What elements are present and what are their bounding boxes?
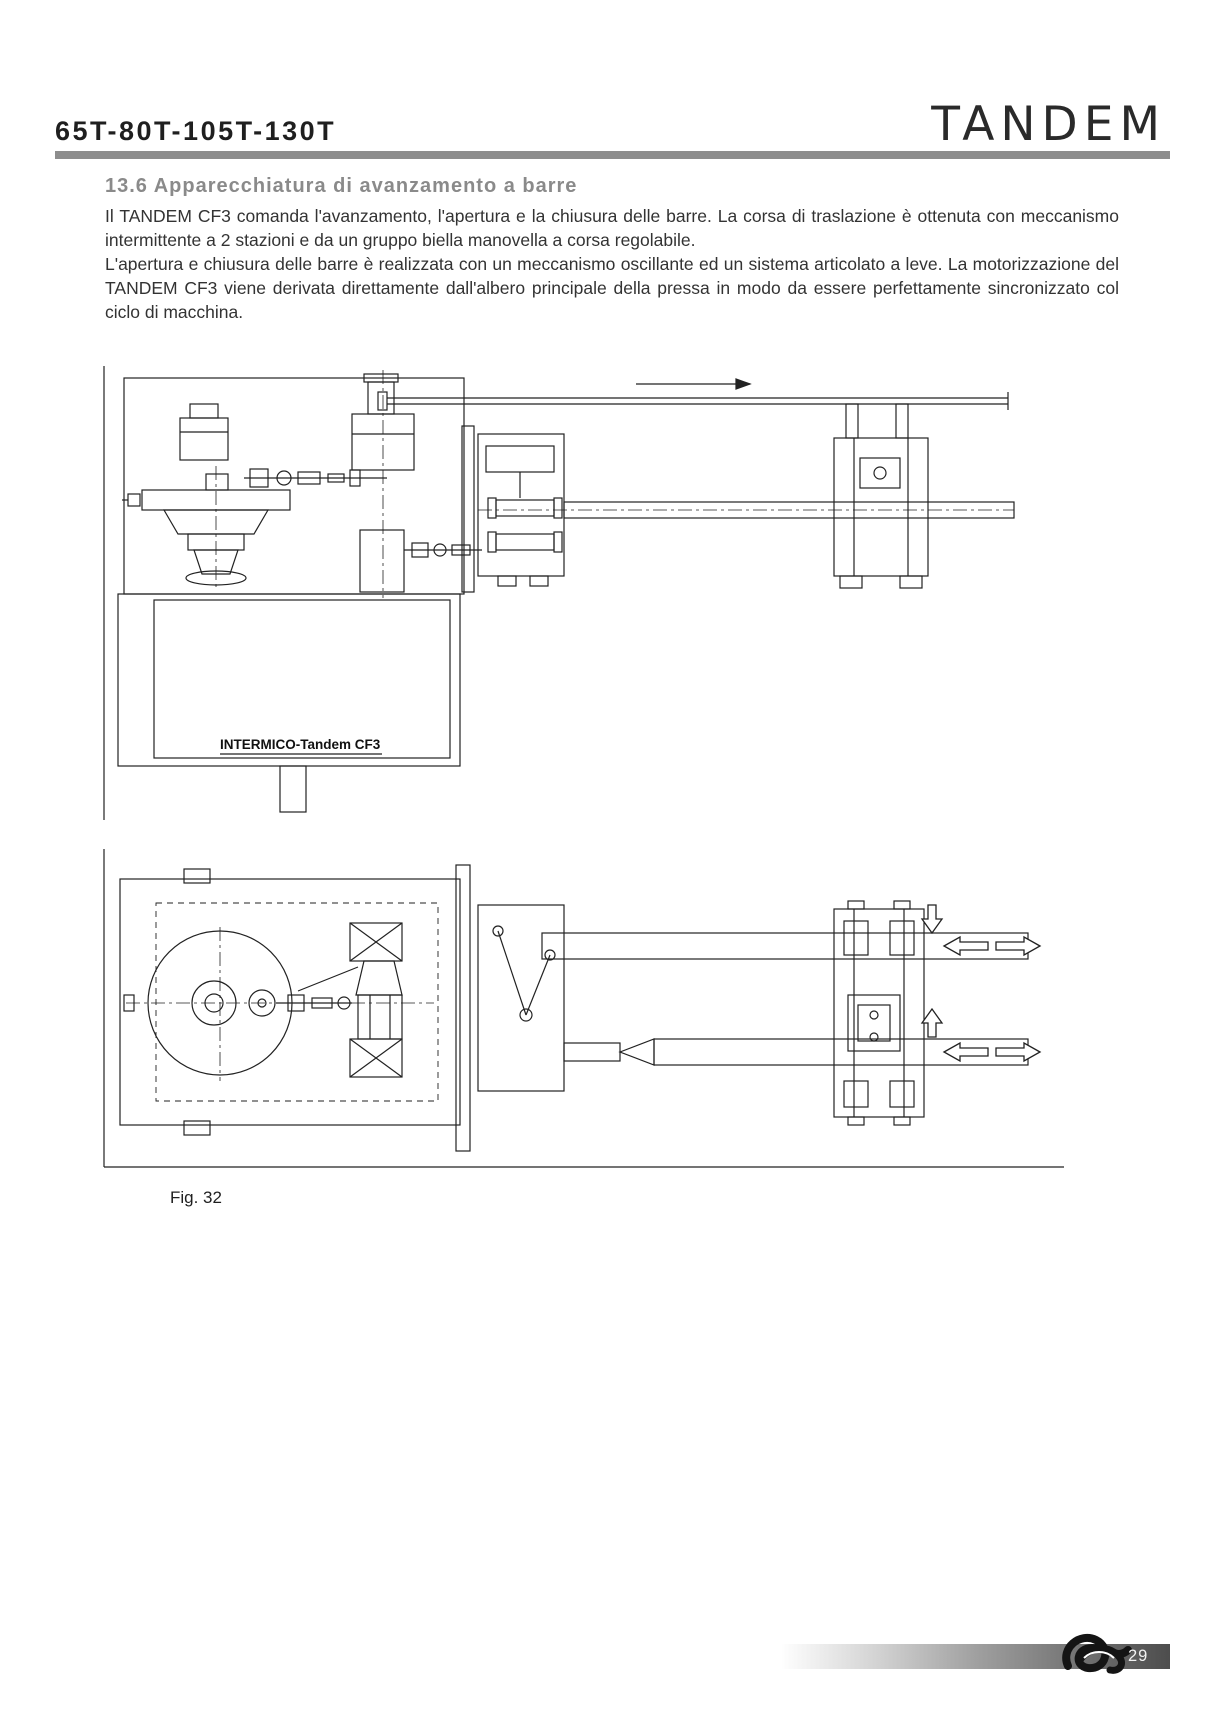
figure-caption: Fig. 32 <box>170 1188 222 1207</box>
figure-plan-view-drawing <box>103 849 1064 1168</box>
machine-label: INTERMICO-Tandem CF3 <box>220 737 381 752</box>
page-number: 29 <box>1128 1647 1149 1665</box>
brand-knot-icon <box>1062 1634 1132 1674</box>
model-codes: 65T-80T-105T-130T <box>55 116 337 146</box>
paragraph-1: Il TANDEM CF3 comanda l'avanzamento, l'a… <box>105 206 1119 250</box>
figure-side-view-drawing: INTERMICO-Tandem CF3 <box>103 366 1015 820</box>
paragraph-2: L'apertura e chiusura delle barre è real… <box>105 254 1119 322</box>
motion-arrows <box>920 904 1042 1063</box>
section-title: 13.6 Apparecchiatura di avanzamento a ba… <box>105 175 578 197</box>
header-rule <box>55 151 1170 159</box>
body-text: Il TANDEM CF3 comanda l'avanzamento, l'a… <box>105 204 1119 324</box>
brand-logo-text: TANDEM <box>931 97 1166 152</box>
